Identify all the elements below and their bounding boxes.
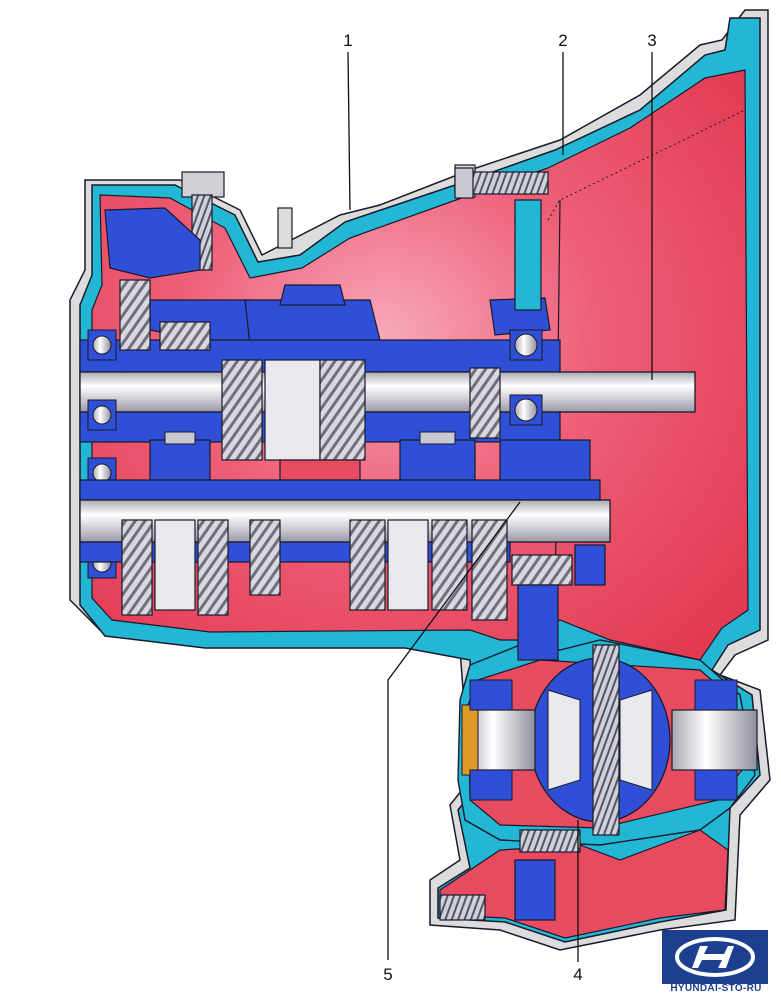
callout-leaders <box>347 51 653 962</box>
callout-4: 4 <box>573 965 582 984</box>
hyundai-logo-icon <box>675 937 755 977</box>
callout-1: 1 <box>343 31 352 50</box>
differential-cover <box>439 829 729 939</box>
leader-1 <box>347 51 351 211</box>
watermark-logo <box>662 930 768 984</box>
leader-5 <box>387 501 521 960</box>
clutch-housing-bolt <box>454 167 549 199</box>
shift-mechanism-parts <box>104 199 551 346</box>
output-shaft-assembly <box>79 479 611 621</box>
differential-housing <box>457 584 758 846</box>
callout-3: 3 <box>647 31 656 50</box>
callout-5: 5 <box>383 965 392 984</box>
watermark-text: HYUNDAI-STO-RU <box>670 983 762 994</box>
callout-2: 2 <box>558 31 567 50</box>
input-shaft-assembly <box>79 279 696 461</box>
callout-labels: 1 2 3 4 5 <box>343 31 656 984</box>
